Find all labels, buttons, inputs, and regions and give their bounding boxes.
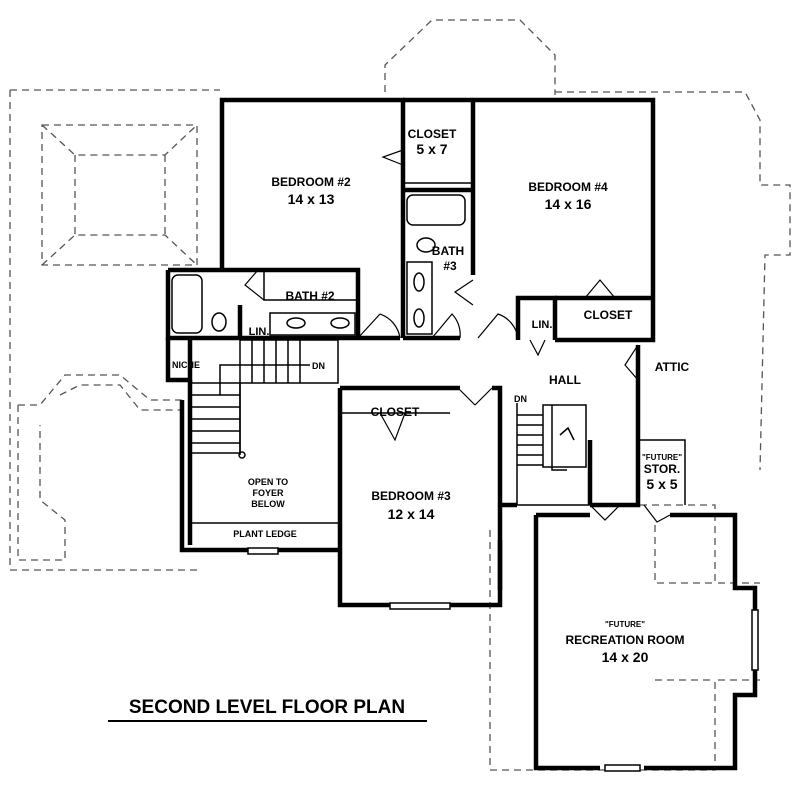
stor-size: 5 x 5 xyxy=(646,476,677,492)
doors xyxy=(244,149,671,523)
closet-top-label: CLOSET xyxy=(408,127,457,141)
bathtub-icon xyxy=(171,274,203,334)
fixtures xyxy=(171,194,466,336)
bathtub-icon xyxy=(406,194,466,226)
toilet-icon xyxy=(211,312,227,332)
bedroom3-size: 12 x 14 xyxy=(388,506,435,522)
sink-icon xyxy=(413,308,425,328)
bedroom4-size: 14 x 16 xyxy=(545,196,592,212)
windows xyxy=(247,547,759,772)
plan-title-text: SECOND LEVEL FLOOR PLAN xyxy=(129,697,405,718)
niche-label: NICHE xyxy=(172,360,200,370)
bath2-label: BATH #2 xyxy=(285,289,334,303)
plant-ledge-label: PLANT LEDGE xyxy=(233,529,297,539)
attic-label: ATTIC xyxy=(655,360,690,374)
stor-label: STOR. xyxy=(644,462,680,476)
foyer-line2: FOYER xyxy=(252,488,284,498)
linen-label: LIN. xyxy=(249,326,270,338)
dn-label: DN xyxy=(514,394,527,404)
bedroom4-label: BEDROOM #4 xyxy=(528,180,608,194)
toilet-icon xyxy=(416,237,436,253)
hall-label: HALL xyxy=(549,373,581,387)
walls xyxy=(165,97,758,771)
closet-b4-label: CLOSET xyxy=(584,308,633,322)
bedroom2-label: BEDROOM #2 xyxy=(271,175,351,189)
stairs-right xyxy=(517,405,575,471)
rec-size: 14 x 20 xyxy=(602,649,649,665)
closet-b3-label: CLOSET xyxy=(371,405,420,419)
sink-icon xyxy=(330,317,350,329)
sink-icon xyxy=(413,272,425,292)
foyer-line3: BELOW xyxy=(251,499,285,509)
linen-label: LIN. xyxy=(532,319,553,331)
rec-label: RECREATION ROOM xyxy=(565,633,684,647)
stairs-left xyxy=(189,339,339,459)
sink-icon xyxy=(286,317,306,329)
dn-label: DN xyxy=(312,361,325,371)
bedroom2-size: 14 x 13 xyxy=(288,191,335,207)
bath3-label: BATH xyxy=(432,244,464,258)
plan-title: SECOND LEVEL FLOOR PLAN xyxy=(108,697,427,722)
stor-future-label: "FUTURE" xyxy=(642,453,682,462)
bath3-number: #3 xyxy=(443,259,457,273)
closet-top-size: 5 x 7 xyxy=(416,141,447,157)
foyer-line1: OPEN TO xyxy=(248,477,288,487)
bedroom3-label: BEDROOM #3 xyxy=(371,489,451,503)
roof-outlines xyxy=(9,19,791,771)
rec-future-label: "FUTURE" xyxy=(605,620,645,629)
room-labels: BEDROOM #2 14 x 13 BEDROOM #4 14 x 16 BE… xyxy=(172,127,690,665)
